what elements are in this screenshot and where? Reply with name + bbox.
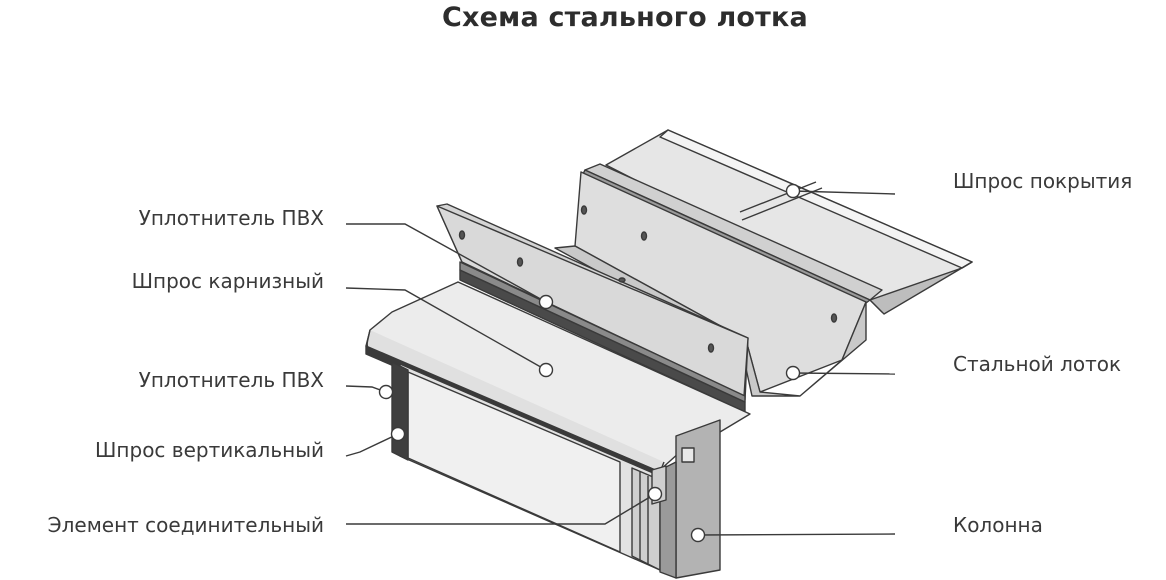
- label-connecting-element: Элемент соединительный: [47, 513, 324, 537]
- callout-dot-steel-tray: [785, 365, 801, 381]
- diagram-title: Схема стального лотка: [442, 2, 808, 33]
- callout-dot-pvc-seal-upper: [538, 294, 554, 310]
- steel-tray: [436, 171, 867, 401]
- callout-dot-eave-rafter: [538, 362, 554, 378]
- callout-dot-vertical-rafter: [390, 426, 406, 442]
- leader-lines: [345, 190, 896, 536]
- roof-glazing-panel: [605, 129, 973, 315]
- pvc-seal-upper: [459, 261, 746, 413]
- label-pvc-seal-upper: Уплотнитель ПВХ: [138, 206, 324, 230]
- label-pvc-seal-lower: Уплотнитель ПВХ: [138, 368, 324, 392]
- callout-dot-pvc-seal-lower: [378, 384, 394, 400]
- callout-dot-roof-rafter: [785, 183, 801, 199]
- label-steel-tray: Стальной лоток: [953, 352, 1122, 376]
- callout-dot-connecting-element: [647, 486, 663, 502]
- label-column: Колонна: [953, 513, 1043, 537]
- label-vertical-rafter: Шпрос вертикальный: [95, 438, 324, 462]
- label-eave-rafter: Шпрос карнизный: [131, 269, 324, 293]
- callout-dot-column: [690, 527, 706, 543]
- label-roof-rafter: Шпрос покрытия: [953, 169, 1133, 193]
